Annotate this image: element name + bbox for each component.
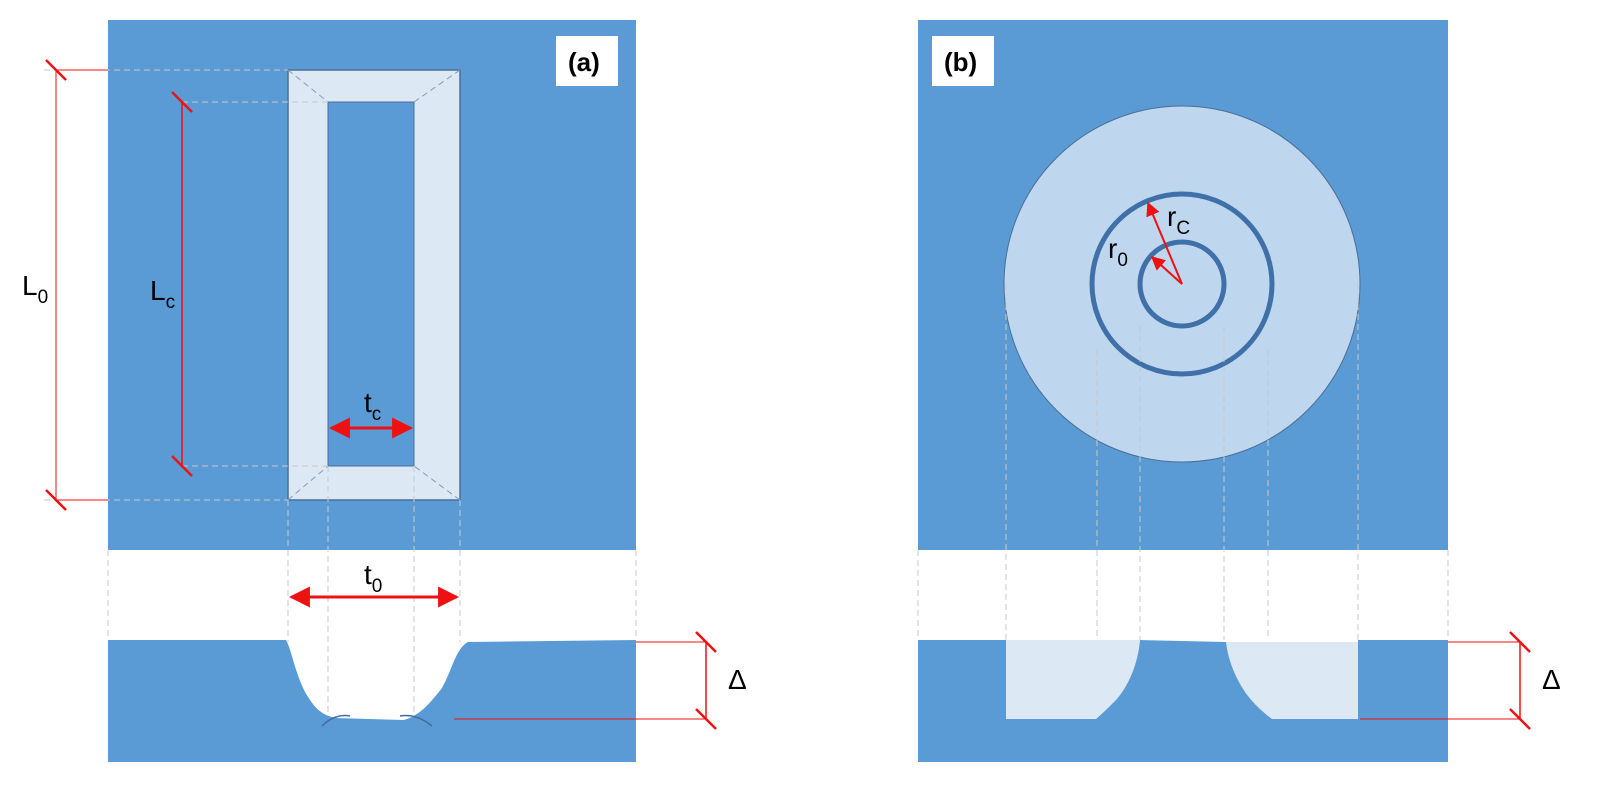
panel-a: L0 Lc tc t0 (a) Δ [22, 20, 747, 762]
panel-b-outer-radius-arrow [1146, 201, 1183, 285]
panel-a-outer-length-label: L0 [22, 270, 48, 308]
panel-a-bevel-lines [287, 69, 461, 501]
panel-b: rC r0 (b) [917, 20, 1561, 762]
panel-a-cavity-length-dimension [171, 91, 193, 477]
panel-a-outer-width-label: t0 [364, 559, 382, 597]
panel-b-depth-label: Δ [1542, 664, 1561, 695]
panel-a-cross-section [108, 640, 636, 762]
panel-a-cavity-bottom-floor [327, 101, 415, 467]
panel-a-cross-section-edge-detail [321, 714, 433, 727]
panel-a-cavity-width-label: tc [364, 387, 381, 425]
panel-a-tag-box [556, 36, 618, 86]
panel-b-outer-radius-label: rC [1167, 201, 1190, 239]
panel-b-left-step [1006, 640, 1140, 719]
panel-a-outer-length-dimension [45, 59, 108, 511]
panel-b-right-step [1226, 642, 1358, 719]
panel-a-cavity-length-label: Lc [150, 275, 175, 313]
panel-b-depth-dimension [1360, 631, 1531, 730]
panel-a-tag: (a) [568, 47, 600, 77]
panel-b-outer-ring [1089, 191, 1275, 377]
panel-b-tag: (b) [944, 47, 977, 77]
panel-b-inner-radius-arrow [1150, 256, 1183, 285]
panel-b-tag-box [932, 36, 994, 86]
panel-b-inner-ring [1137, 239, 1227, 329]
panel-b-center-core [1096, 640, 1272, 719]
panel-a-depth-label: Δ [728, 664, 747, 695]
panel-b-inner-radius-label: r0 [1108, 233, 1128, 271]
panel-a-depth-dimension [454, 631, 717, 730]
